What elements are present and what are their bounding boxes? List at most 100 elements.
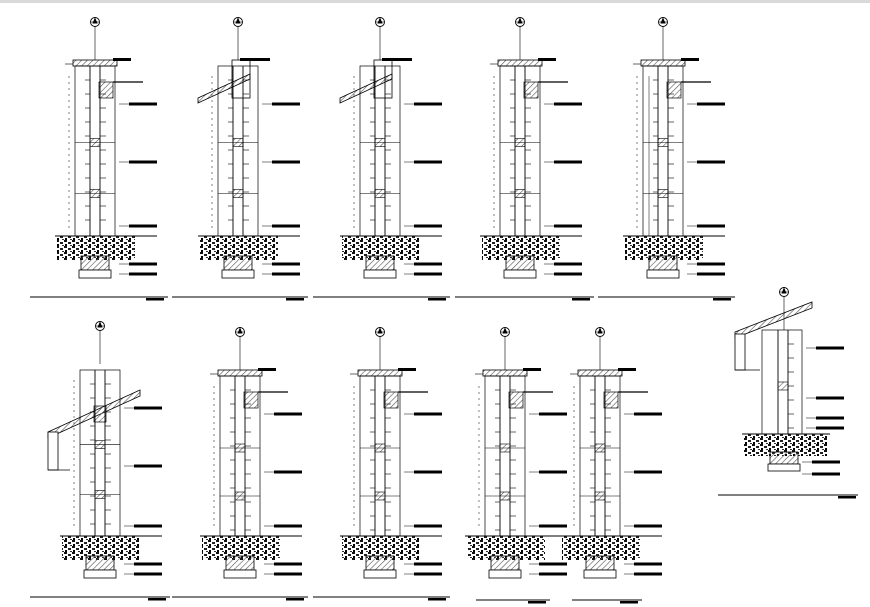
floor-junction xyxy=(218,138,258,147)
section-axis-marker-icon xyxy=(595,327,605,337)
wall-section-drawing xyxy=(465,327,567,604)
wall-section-drawing xyxy=(172,327,308,601)
section-title-tag xyxy=(428,298,446,301)
foundation-rubble xyxy=(60,535,162,579)
foundation-rubble xyxy=(200,535,302,579)
annotation-leader xyxy=(687,102,725,106)
annotation-leader xyxy=(544,272,582,276)
annotation-leader xyxy=(806,416,844,420)
annotation-leader xyxy=(119,262,157,266)
annotation-leader xyxy=(529,572,567,576)
annotation-leader xyxy=(119,272,157,276)
section-title-tag xyxy=(148,598,166,601)
roof-slab xyxy=(490,58,568,99)
section-axis-marker-icon xyxy=(375,17,385,27)
foundation-rubble xyxy=(480,235,582,279)
wall-section-drawing xyxy=(598,17,735,301)
annotation-leader xyxy=(624,572,662,576)
wall-elevation xyxy=(211,65,259,237)
floor-junction xyxy=(580,491,620,501)
foundation-rubble xyxy=(560,535,662,579)
annotation-leader xyxy=(119,102,157,106)
roof-slab xyxy=(570,368,648,409)
annotation-leader xyxy=(687,160,725,164)
annotation-leader xyxy=(802,472,840,476)
annotation-leader xyxy=(124,562,162,566)
wall-elevation xyxy=(213,375,261,537)
foundation-rubble xyxy=(198,235,300,279)
annotation-leader xyxy=(544,224,582,228)
annotation-leader xyxy=(262,262,300,266)
annotation-leader xyxy=(124,406,162,410)
section-axis-marker-icon xyxy=(233,17,243,27)
annotation-leader xyxy=(544,262,582,266)
annotation-leader xyxy=(806,396,844,400)
annotation-leader xyxy=(404,572,442,576)
annotation-leader xyxy=(262,160,300,164)
wall-elevation xyxy=(493,65,541,237)
foundation-rubble xyxy=(55,235,157,279)
wall-section-drawing xyxy=(313,17,450,301)
wall-section-drawing xyxy=(455,17,594,301)
annotation-leader xyxy=(529,524,567,528)
foundation-rubble xyxy=(742,433,830,472)
section-axis-marker-icon xyxy=(515,17,525,27)
annotation-leader xyxy=(529,562,567,566)
floor-junction xyxy=(220,443,260,453)
annotation-leader xyxy=(119,160,157,164)
annotation-leader xyxy=(806,426,844,430)
annotation-leader xyxy=(124,524,162,528)
floor-junction xyxy=(360,443,400,453)
annotation-leader xyxy=(262,102,300,106)
pitched-roof xyxy=(339,58,412,104)
annotation-leader xyxy=(624,562,662,566)
section-axis-marker-icon xyxy=(90,17,100,27)
floor-junction xyxy=(485,443,525,453)
annotation-leader xyxy=(124,572,162,576)
annotation-leader xyxy=(529,412,567,416)
foundation-rubble xyxy=(340,535,442,579)
pitched-roof-overhang xyxy=(734,301,813,371)
annotation-leader xyxy=(404,272,442,276)
section-title-tag xyxy=(838,496,856,499)
section-title-tag xyxy=(286,598,304,601)
section-axis-marker-icon xyxy=(658,17,668,27)
roof-slab xyxy=(633,58,711,99)
annotation-leader xyxy=(264,562,302,566)
section-axis-marker-icon xyxy=(235,327,245,337)
annotation-leader xyxy=(264,524,302,528)
wall-elevation xyxy=(761,329,803,435)
foundation-rubble xyxy=(340,235,442,279)
annotation-leader xyxy=(544,160,582,164)
floor-junction xyxy=(80,490,120,499)
floor-junction xyxy=(643,138,683,147)
floor-junction xyxy=(485,491,525,501)
wall-section-drawing xyxy=(560,327,662,604)
floor-junction xyxy=(360,138,400,147)
annotation-leader xyxy=(264,412,302,416)
wall-section-drawing xyxy=(30,17,168,301)
floor-junction xyxy=(580,443,620,453)
section-title-tag xyxy=(620,601,638,604)
annotation-leader xyxy=(624,412,662,416)
annotation-leader xyxy=(264,470,302,474)
floor-junction xyxy=(643,189,683,198)
annotation-leader xyxy=(119,224,157,228)
annotation-leader xyxy=(529,470,567,474)
section-title-tag xyxy=(428,598,446,601)
wall-section-drawing xyxy=(30,321,170,601)
annotation-leader xyxy=(544,102,582,106)
floor-junction xyxy=(360,189,400,198)
floor-junction xyxy=(500,189,540,198)
roof-slab xyxy=(350,368,428,409)
floor-junction xyxy=(75,189,115,198)
wall-section-drawing xyxy=(172,17,308,301)
section-title-tag xyxy=(713,298,731,301)
foundation-rubble xyxy=(465,535,567,579)
section-axis-marker-icon xyxy=(95,321,105,331)
wall-elevation xyxy=(68,65,116,237)
pitched-roof xyxy=(197,58,270,104)
section-axis-marker-icon xyxy=(779,287,789,297)
section-title-tag xyxy=(572,298,590,301)
